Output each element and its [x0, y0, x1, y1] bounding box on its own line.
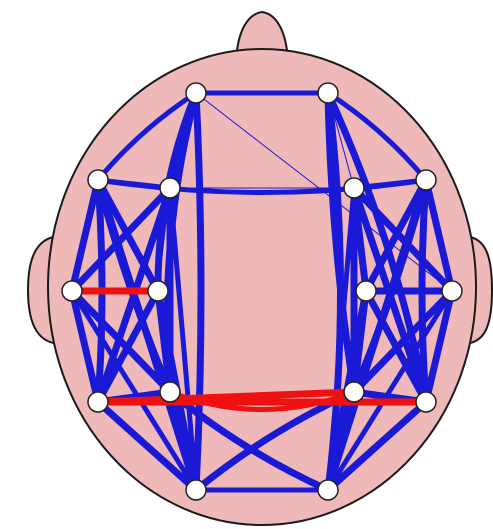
electrode-e3	[87, 169, 109, 191]
electrode-e5	[159, 177, 181, 199]
connection-e6-e16	[325, 185, 357, 493]
head-ellipse	[47, 48, 477, 526]
connection-e12-e16	[324, 398, 430, 494]
electrode-e8	[441, 280, 463, 302]
connection-e7-e13	[68, 287, 174, 396]
connection-e8-e12	[422, 287, 456, 406]
electrode-e15	[185, 479, 207, 501]
electrode-e12	[415, 391, 437, 413]
nose-shape	[234, 10, 290, 61]
electrode-e16	[317, 479, 339, 501]
electrode-e14	[343, 381, 365, 403]
connection-e4-e8	[422, 176, 456, 295]
electrode-e7	[61, 280, 83, 302]
electrode-e1	[185, 82, 207, 104]
head-outline	[26, 10, 493, 526]
connection-e2-e12	[324, 89, 430, 406]
electrode-e10	[355, 280, 377, 302]
electrode-e2	[317, 82, 339, 104]
connection-e5-e11	[94, 184, 174, 406]
connection-e3-e7	[68, 176, 102, 295]
connection-e1-e15	[192, 89, 205, 494]
electrode-e13	[159, 381, 181, 403]
electrode-nodes	[61, 82, 463, 501]
connection-e7-e11	[68, 287, 102, 406]
connection-e6-e8	[350, 184, 456, 295]
connection-e1-e3	[95, 90, 199, 183]
connection-e5-e15	[167, 185, 199, 493]
connection-e11-e15	[94, 398, 200, 494]
electrode-e4	[415, 169, 437, 191]
connection-e7-e15	[69, 288, 199, 493]
connection-e2-e14	[324, 89, 358, 396]
electrode-e11	[87, 391, 109, 413]
connection-e2-e4	[325, 90, 429, 183]
connection-e5-e7	[68, 184, 174, 295]
connection-e11-e14	[94, 388, 358, 406]
connection-e8-e14	[350, 287, 456, 396]
connection-e8-e16	[325, 288, 455, 493]
connection-e13-e16	[166, 388, 332, 494]
connection-e6-e12	[350, 184, 430, 406]
electrode-e6	[343, 177, 365, 199]
connection-e13-e14	[167, 389, 357, 412]
electrode-e9	[147, 280, 169, 302]
connection-e9-e11	[94, 287, 162, 406]
connection-e10-e12	[362, 287, 430, 406]
